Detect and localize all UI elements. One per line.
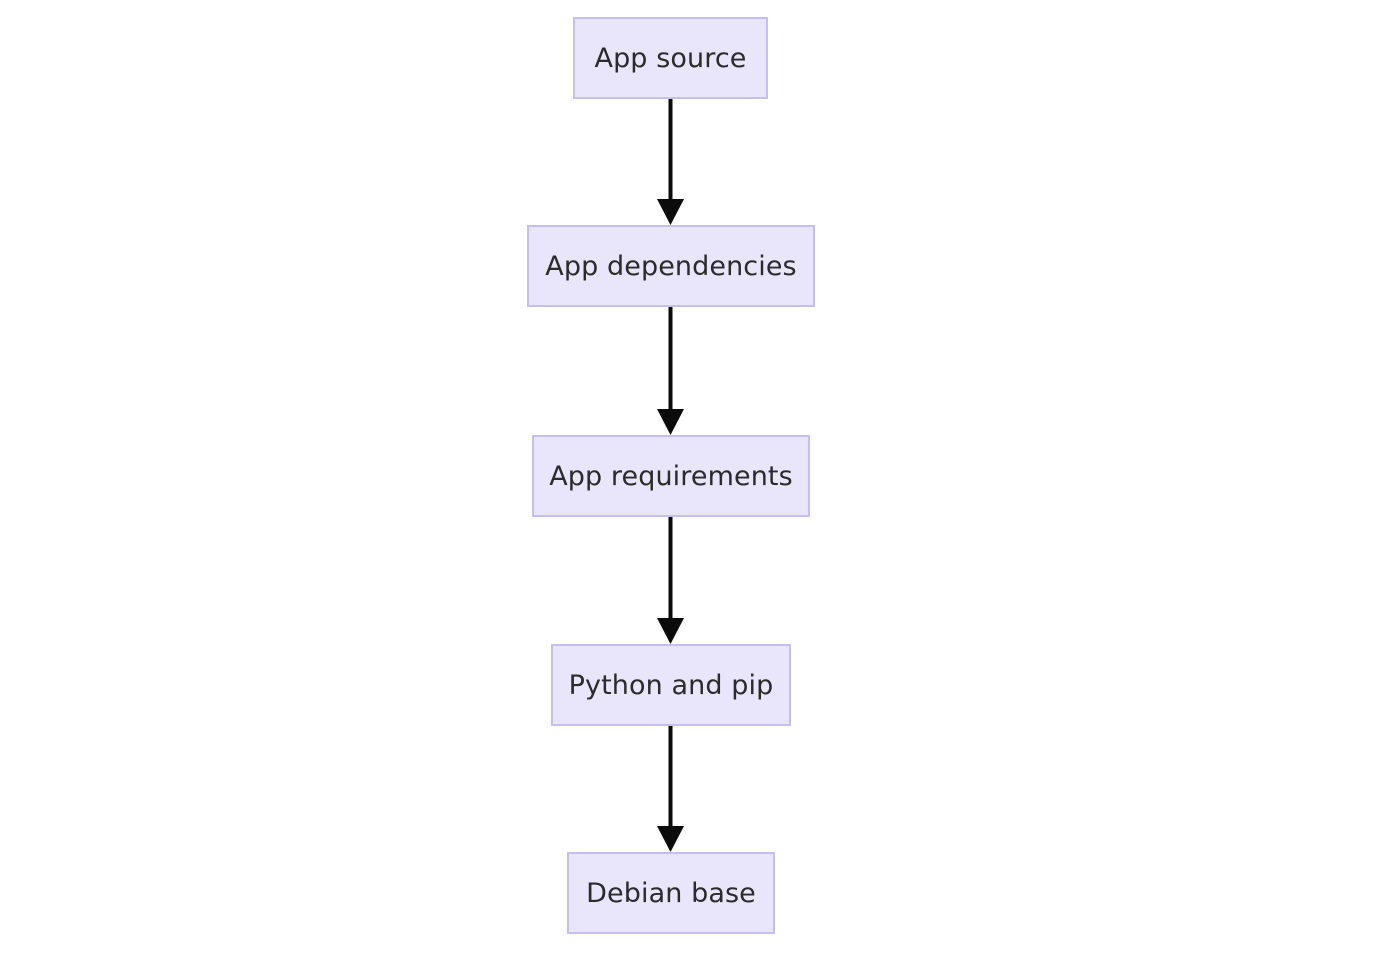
- flow-node-label: Debian base: [586, 877, 756, 909]
- flow-arrow-3: [656, 517, 684, 644]
- arrow-head-icon: [656, 199, 684, 225]
- flow-node-app-dependencies[interactable]: App dependencies: [527, 225, 815, 307]
- flow-arrow-4: [656, 726, 684, 852]
- flow-node-python-and-pip[interactable]: Python and pip: [551, 644, 791, 726]
- arrow-head-icon: [656, 618, 684, 644]
- flow-node-app-requirements[interactable]: App requirements: [532, 435, 810, 517]
- flow-node-label: App dependencies: [545, 250, 797, 282]
- flow-node-label: Python and pip: [568, 669, 774, 701]
- flow-node-debian-base[interactable]: Debian base: [567, 852, 775, 934]
- flow-arrow-1: [656, 99, 684, 225]
- arrow-head-icon: [656, 409, 684, 435]
- flow-node-label: App requirements: [549, 460, 793, 492]
- flow-node-label: App source: [594, 42, 747, 74]
- arrow-head-icon: [656, 826, 684, 852]
- flow-node-app-source[interactable]: App source: [573, 17, 768, 99]
- flow-arrow-2: [656, 307, 684, 435]
